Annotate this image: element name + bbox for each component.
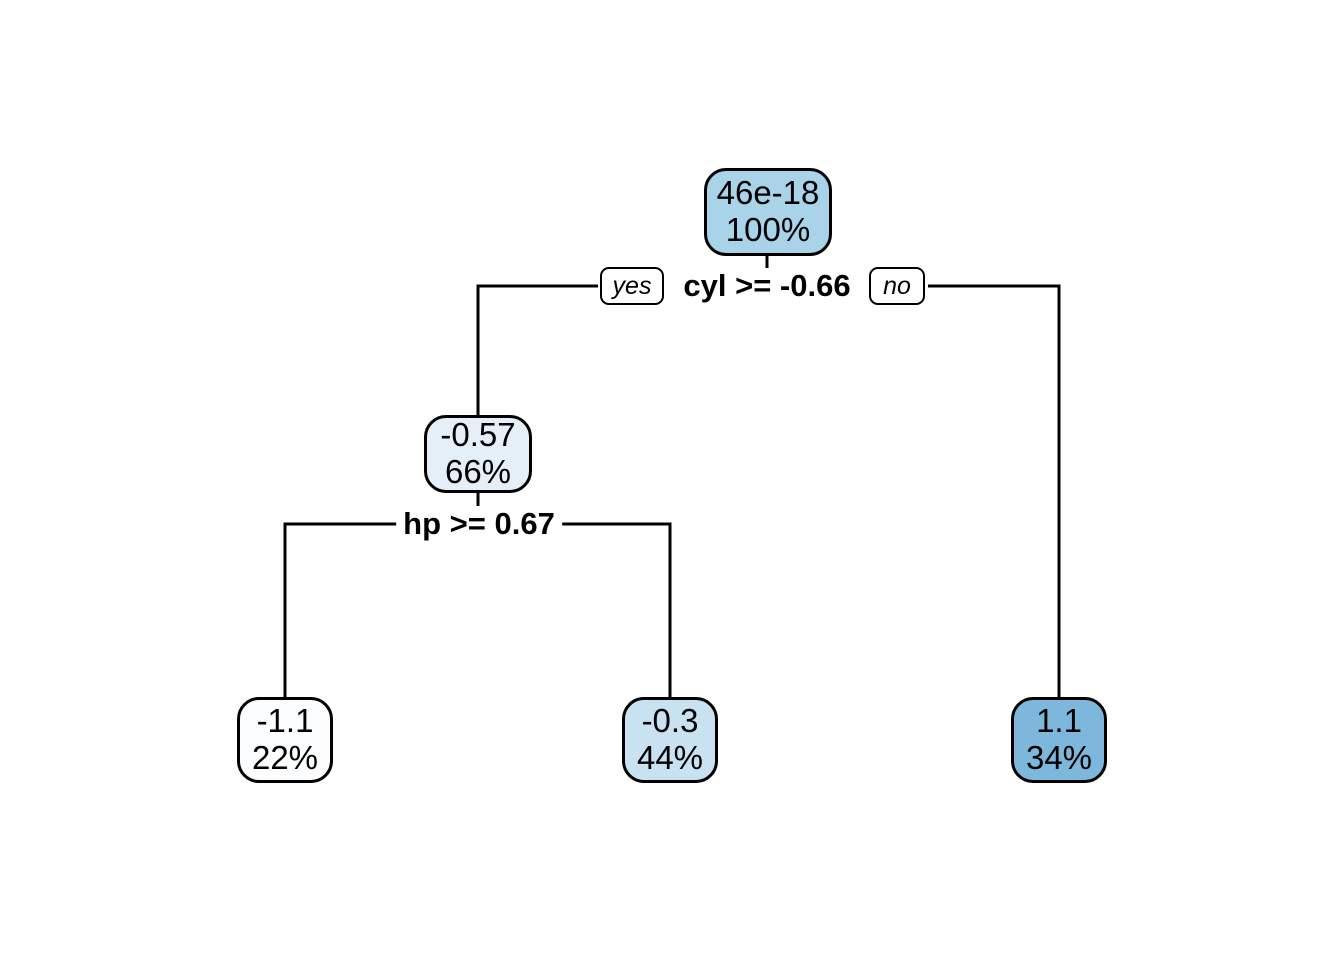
tree-leaf-3[interactable]: 1.1 34% bbox=[1011, 697, 1107, 783]
node-value: 1.1 bbox=[1036, 702, 1082, 740]
split-label-cyl[interactable]: cyl >= -0.66 bbox=[676, 268, 858, 304]
node-value: -1.1 bbox=[256, 702, 314, 740]
node-value: -0.57 bbox=[440, 416, 516, 454]
split-label-hp[interactable]: hp >= 0.67 bbox=[396, 506, 562, 542]
tree-node-inner-1[interactable]: -0.57 66% bbox=[424, 415, 532, 493]
node-percent: 44% bbox=[636, 739, 704, 776]
connector-hp-left-branch bbox=[283, 522, 400, 697]
node-percent: 34% bbox=[1025, 739, 1093, 776]
branch-label-no[interactable]: no bbox=[869, 267, 925, 305]
connector-hp-right-branch bbox=[558, 522, 672, 697]
node-percent: 100% bbox=[725, 211, 811, 248]
node-percent: 22% bbox=[251, 739, 319, 776]
connector-yes-branch bbox=[476, 284, 598, 415]
connector-no-branch bbox=[928, 284, 1061, 697]
tree-node-root[interactable]: 46e-18 100% bbox=[704, 168, 832, 256]
node-percent: 66% bbox=[444, 453, 512, 490]
node-value: 46e-18 bbox=[716, 174, 820, 212]
tree-leaf-1[interactable]: -1.1 22% bbox=[237, 697, 333, 783]
node-value: -0.3 bbox=[641, 702, 699, 740]
tree-leaf-2[interactable]: -0.3 44% bbox=[622, 697, 718, 783]
branch-label-yes[interactable]: yes bbox=[600, 267, 664, 305]
